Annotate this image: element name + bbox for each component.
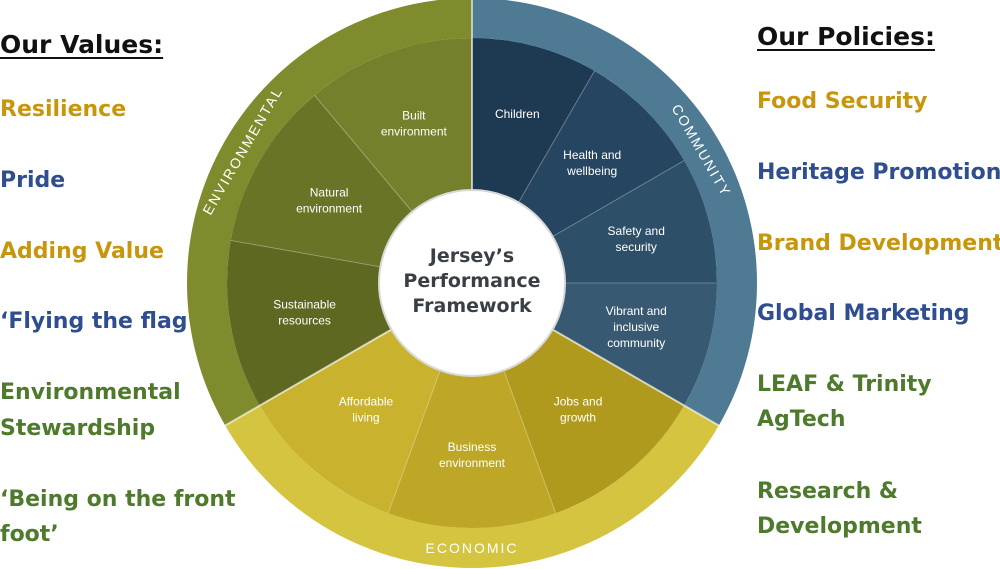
- segment-built-environment: [314, 38, 472, 212]
- segment-label: environment: [381, 124, 448, 138]
- segment-jobs-growth: [503, 329, 685, 514]
- policy-item: Global Marketing: [757, 301, 970, 326]
- center-title-line-1: Jersey’s: [428, 245, 514, 267]
- segment-label: wellbeing: [566, 164, 617, 178]
- segment-divider: [230, 239, 381, 268]
- segment-label: inclusive: [613, 320, 659, 334]
- segment-label: security: [616, 240, 657, 254]
- segment-label: Health and: [563, 148, 621, 162]
- segment-label: growth: [560, 410, 596, 424]
- segment-divider: [387, 370, 441, 514]
- segment-affordable-living: [259, 329, 441, 514]
- segment-health-wellbeing: [518, 70, 685, 237]
- pillar-divider: [224, 328, 392, 427]
- economic-ring-label: ECONOMIC: [426, 540, 519, 556]
- environmental-ring: [187, 0, 472, 426]
- policy-item: Heritage Promotion: [757, 160, 1000, 185]
- policies-heading: Our Policies:: [757, 22, 935, 51]
- segment-label: Affordable: [339, 394, 394, 408]
- policy-item: Development: [757, 514, 922, 539]
- segment-business-environment: [388, 370, 556, 528]
- policy-item: Food Security: [757, 89, 928, 114]
- segment-label: Business: [448, 440, 497, 454]
- segment-divider: [518, 70, 595, 203]
- value-item: Resilience: [0, 97, 127, 122]
- center-hub: Jersey’s Performance Framework: [378, 189, 566, 377]
- segment-label: environment: [296, 202, 363, 216]
- segment-vibrant-community: [552, 283, 717, 406]
- value-item: Adding Value: [0, 239, 164, 264]
- center-title-line-2: Performance: [403, 270, 540, 292]
- segment-label: Sustainable: [273, 298, 336, 312]
- segment-natural-environment: [230, 95, 413, 267]
- community-ring: [472, 0, 757, 426]
- segment-label: Natural: [310, 186, 349, 200]
- values-column: Our Values: Resilience Pride Adding Valu…: [0, 0, 236, 569]
- segment-label: Vibrant and: [606, 304, 667, 318]
- segment-divider: [552, 160, 685, 237]
- value-item: ‘Being on the front: [0, 487, 236, 512]
- segment-dividers: [224, 0, 720, 514]
- economic-ring: [225, 405, 719, 568]
- value-item: ‘Flying the flag’: [0, 309, 196, 334]
- segment-label: community: [607, 336, 665, 350]
- values-heading: Our Values:: [0, 30, 164, 59]
- value-item: Environmental: [0, 380, 181, 405]
- segment-safety-security: [552, 160, 717, 283]
- center-title-line-3: Framework: [412, 295, 532, 317]
- segment-sustainable-resources: [226, 240, 392, 406]
- segment-label: Jobs and: [554, 394, 603, 408]
- value-item: Stewardship: [0, 416, 156, 441]
- segment-label: Children: [495, 107, 540, 121]
- value-item: foot’: [0, 522, 59, 547]
- outer-ring: [187, 0, 757, 568]
- policy-item: Research &: [757, 479, 899, 504]
- segment-label: Safety and: [608, 224, 665, 238]
- segment-children: [472, 38, 595, 203]
- segment-divider: [503, 370, 557, 514]
- policy-item: Brand Development: [757, 231, 1000, 256]
- policies-column: Our Policies: Food Security Heritage Pro…: [757, 0, 1000, 569]
- segment-divider: [314, 94, 413, 213]
- policy-item: AgTech: [757, 407, 846, 432]
- inner-segments: [226, 38, 717, 528]
- policy-item: LEAF & Trinity: [757, 372, 932, 397]
- value-item: Pride: [0, 168, 66, 193]
- segment-label: Built: [402, 108, 426, 122]
- segment-label: environment: [439, 456, 506, 470]
- segment-label: resources: [278, 314, 331, 328]
- pillar-divider: [552, 328, 720, 427]
- segment-label: living: [352, 410, 379, 424]
